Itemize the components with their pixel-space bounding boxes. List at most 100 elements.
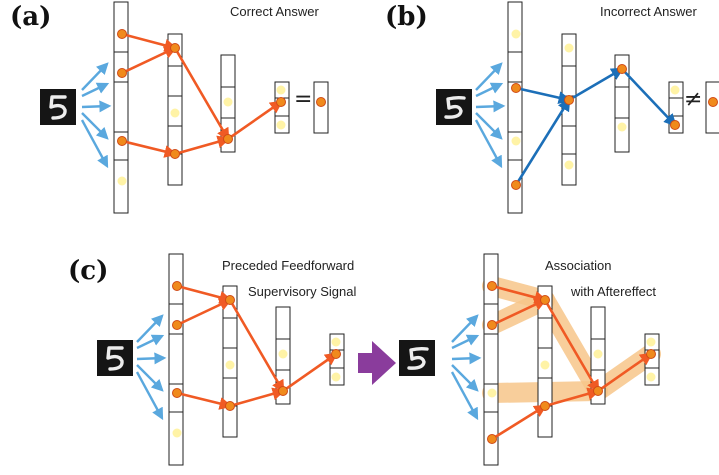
input-arrow bbox=[475, 62, 503, 91]
inactive-neuron bbox=[170, 108, 180, 118]
active-neuron bbox=[170, 43, 180, 53]
association-arrow bbox=[543, 387, 601, 408]
forward-signal-arrow bbox=[175, 284, 233, 304]
wrong-signal-arrow bbox=[567, 67, 625, 102]
signal-paths-group bbox=[120, 32, 677, 441]
input-arrow bbox=[451, 364, 479, 392]
forward-signal-arrow bbox=[175, 391, 233, 410]
inactive-neuron bbox=[276, 120, 286, 130]
inactive-neuron bbox=[117, 176, 127, 186]
inactive-neuron bbox=[172, 428, 182, 438]
forward-signal-arrow bbox=[173, 135, 231, 156]
inactive-neuron bbox=[276, 85, 286, 95]
input-digit-image-b bbox=[436, 89, 472, 125]
active-neuron bbox=[117, 136, 127, 146]
neuron-nodes-group bbox=[117, 29, 718, 444]
active-neuron bbox=[276, 97, 286, 107]
active-neuron bbox=[540, 295, 550, 305]
inactive-neuron bbox=[223, 97, 233, 107]
inactive-neuron bbox=[564, 43, 574, 53]
active-neuron bbox=[316, 97, 326, 107]
input-arrow bbox=[81, 62, 109, 91]
forward-signal-arrow bbox=[175, 298, 233, 327]
association-arrow bbox=[596, 352, 654, 393]
target-output-box-a bbox=[313, 81, 329, 134]
panel-label-c: (c) bbox=[68, 256, 109, 286]
input-arrow bbox=[475, 82, 504, 98]
inactive-neuron bbox=[646, 372, 656, 382]
input-digit-image-c-right bbox=[399, 340, 435, 376]
active-neuron bbox=[564, 95, 574, 105]
inactive-neuron bbox=[225, 360, 235, 370]
wrong-signal-arrow bbox=[620, 67, 677, 127]
inactive-neuron bbox=[670, 85, 680, 95]
active-neuron bbox=[172, 320, 182, 330]
active-neuron bbox=[646, 349, 656, 359]
inactive-neuron bbox=[511, 29, 521, 39]
active-neuron bbox=[487, 281, 497, 291]
input-arrow bbox=[136, 314, 164, 343]
caption-incorrect-answer: Incorrect Answer bbox=[600, 4, 697, 19]
association-arrow bbox=[490, 284, 548, 304]
inactive-neuron bbox=[646, 337, 656, 347]
inactive-neuron bbox=[331, 337, 341, 347]
active-neuron bbox=[225, 295, 235, 305]
active-neuron bbox=[278, 386, 288, 396]
forward-signal-arrow bbox=[120, 32, 178, 52]
active-neuron bbox=[172, 388, 182, 398]
digit-five-glyph-slanted bbox=[444, 95, 466, 119]
active-neuron bbox=[670, 120, 680, 130]
forward-signal-arrow bbox=[281, 352, 339, 393]
active-neuron bbox=[487, 320, 497, 330]
input-arrows-group bbox=[80, 62, 506, 421]
active-neuron bbox=[593, 386, 603, 396]
input-digit-image-a bbox=[40, 89, 76, 125]
transition-arrow bbox=[358, 341, 396, 385]
input-arrow bbox=[81, 100, 112, 113]
inactive-neuron bbox=[278, 349, 288, 359]
forward-signal-arrow bbox=[228, 298, 285, 394]
forward-signal-arrow bbox=[226, 100, 284, 141]
inactive-neuron bbox=[511, 136, 521, 146]
active-neuron bbox=[225, 401, 235, 411]
active-neuron bbox=[223, 134, 233, 144]
active-neuron bbox=[331, 349, 341, 359]
input-arrow bbox=[81, 112, 109, 140]
forward-signal-arrow bbox=[120, 46, 178, 75]
inactive-neuron bbox=[487, 388, 497, 398]
caption-with-aftereffect: with Aftereffect bbox=[571, 284, 657, 299]
input-arrow bbox=[136, 364, 164, 392]
input-arrow bbox=[474, 119, 503, 169]
forward-signal-arrow bbox=[228, 387, 286, 408]
panel-label-b: (b) bbox=[385, 2, 428, 32]
target-output-box-b bbox=[705, 81, 719, 134]
active-neuron bbox=[117, 68, 127, 78]
association-arrow bbox=[543, 298, 600, 394]
inactive-neuron bbox=[617, 122, 627, 132]
digit-five-glyph-slanted bbox=[407, 346, 429, 370]
active-neuron bbox=[172, 281, 182, 291]
input-arrow bbox=[80, 119, 109, 169]
inactive-neuron bbox=[593, 349, 603, 359]
input-arrow bbox=[475, 100, 506, 113]
active-neuron bbox=[511, 180, 521, 190]
layer-columns-group bbox=[113, 1, 719, 466]
caption-supervisory-signal: Supervisory Signal bbox=[248, 284, 357, 299]
association-arrow bbox=[490, 298, 548, 327]
input-arrow bbox=[136, 352, 167, 365]
inactive-neuron bbox=[564, 160, 574, 170]
caption-association: Association bbox=[545, 258, 612, 273]
inactive-neuron bbox=[540, 360, 550, 370]
active-neuron bbox=[617, 64, 627, 74]
wrong-signal-arrow bbox=[514, 97, 571, 187]
input-arrow bbox=[451, 352, 482, 365]
active-neuron bbox=[511, 83, 521, 93]
active-neuron bbox=[708, 97, 718, 107]
aftereffect-glow-group bbox=[482, 276, 661, 403]
active-neuron bbox=[540, 401, 550, 411]
not-equal-sign: ≠ bbox=[684, 87, 703, 112]
wrong-signal-arrow bbox=[514, 86, 572, 105]
panel-label-a: (a) bbox=[10, 2, 52, 32]
